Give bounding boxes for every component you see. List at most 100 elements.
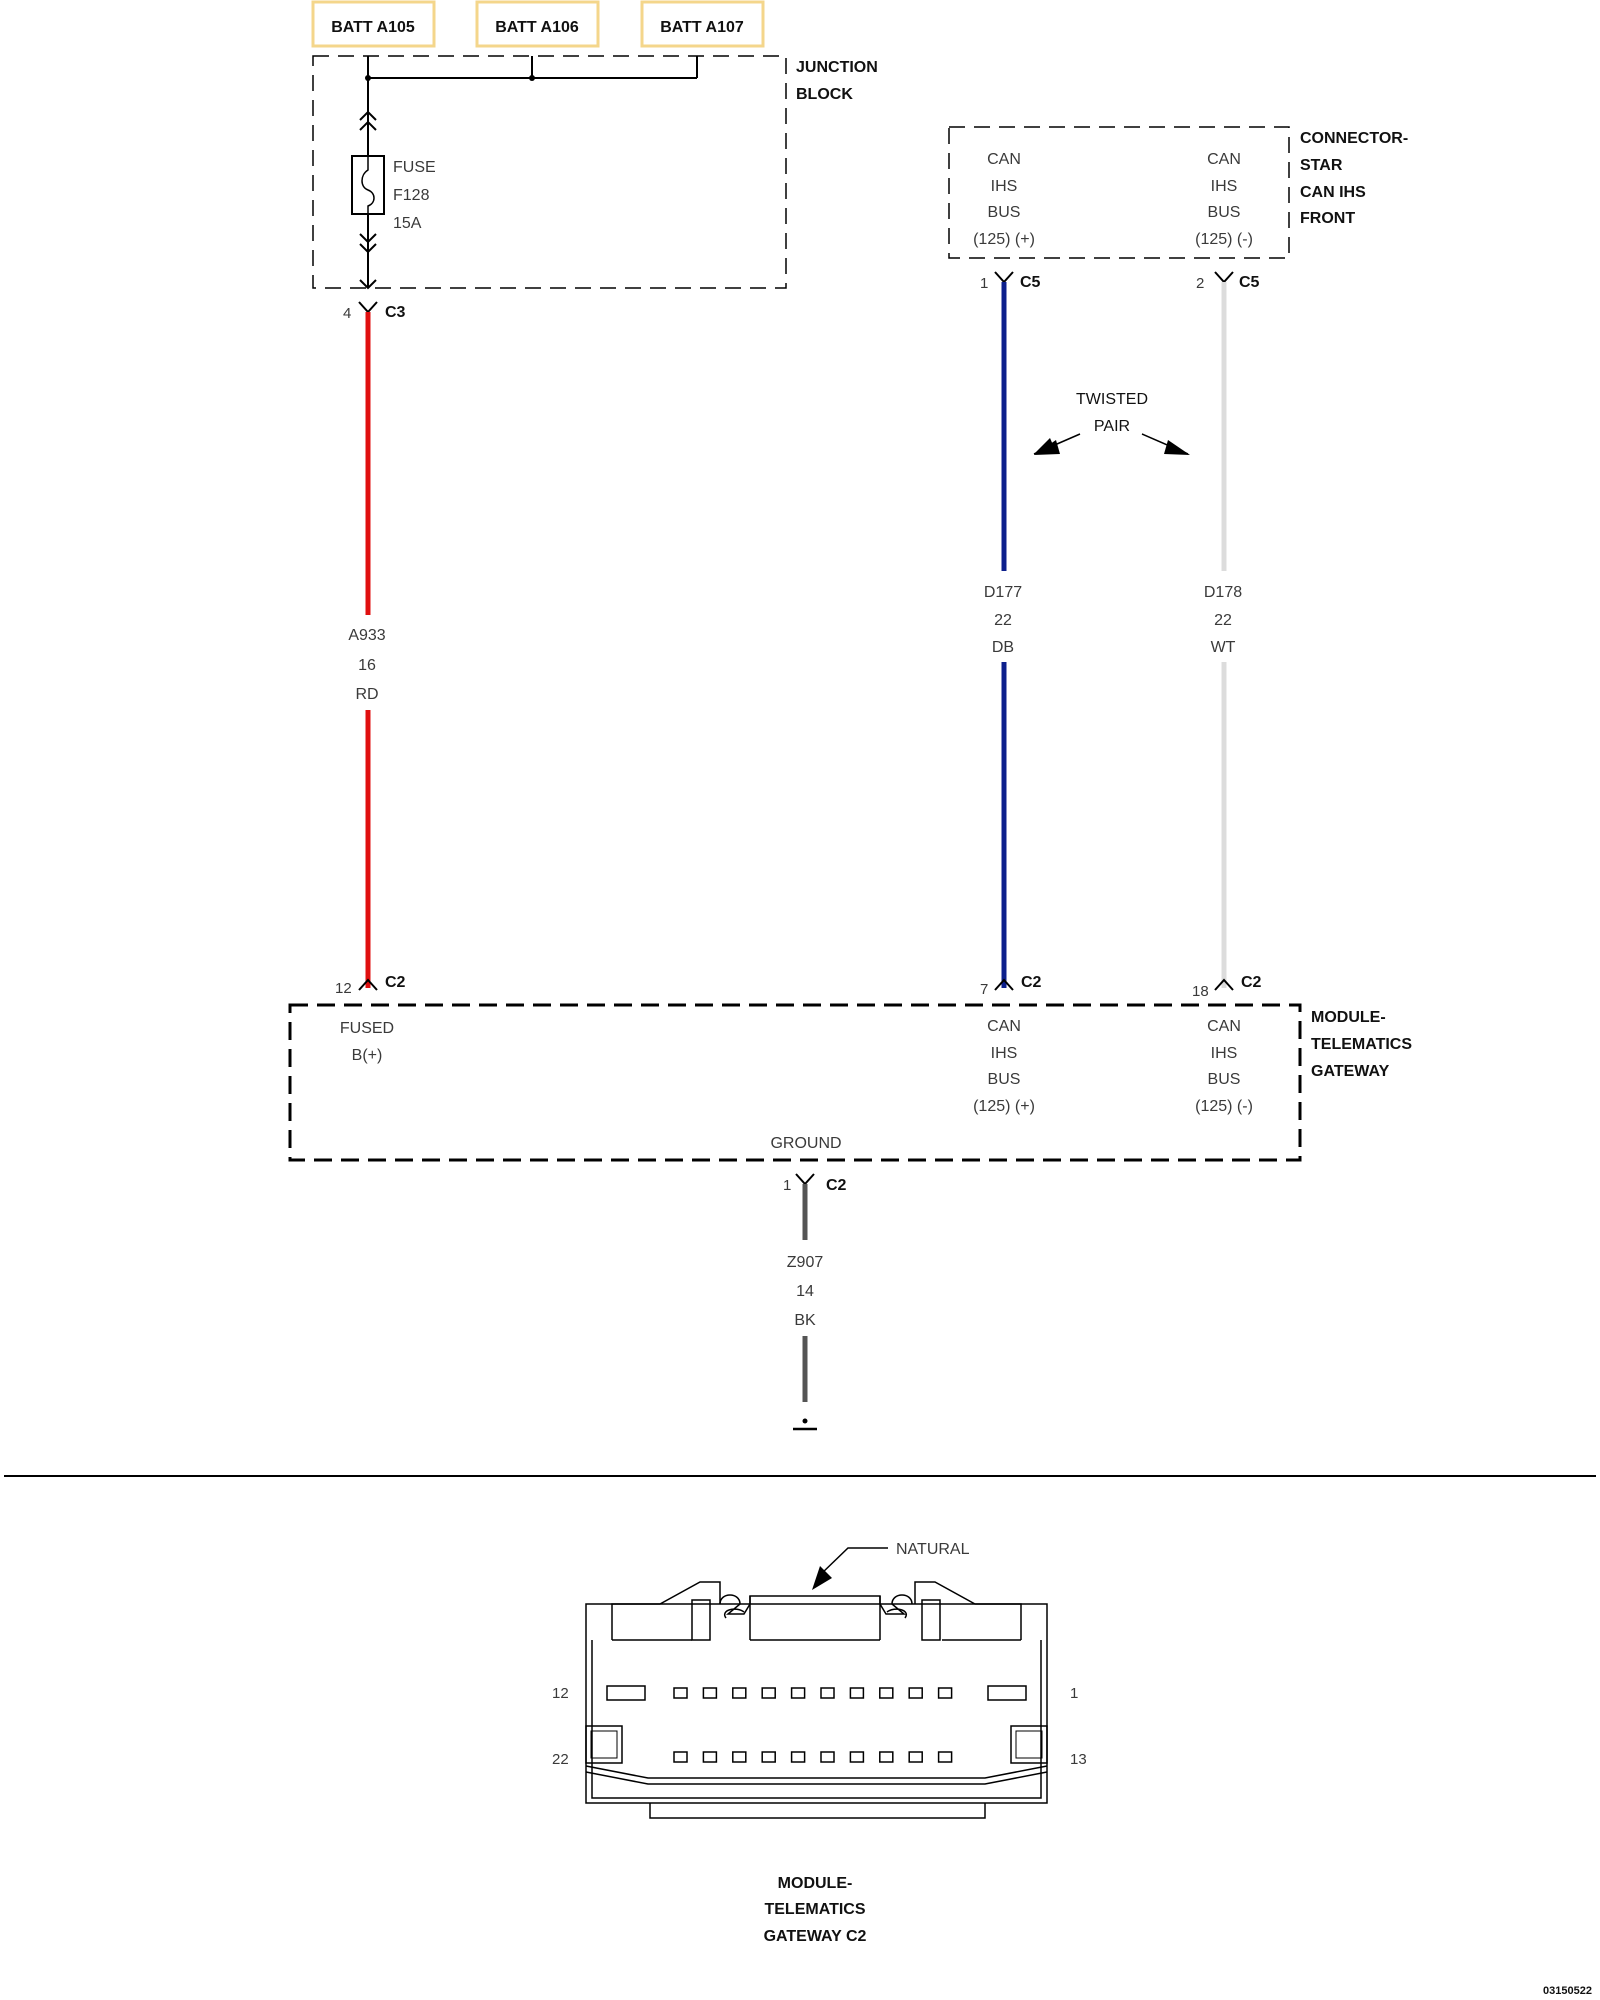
batt-source-a107: BATT A107 bbox=[640, 0, 765, 48]
svg-text:(125) (-): (125) (-) bbox=[1195, 231, 1253, 248]
pin-cavity bbox=[908, 1687, 923, 1699]
svg-text:B(+): B(+) bbox=[352, 1047, 383, 1064]
svg-text:13: 13 bbox=[1070, 1751, 1087, 1768]
svg-text:TWISTED: TWISTED bbox=[1076, 391, 1148, 408]
svg-text:22: 22 bbox=[1214, 612, 1232, 629]
svg-text:14: 14 bbox=[796, 1283, 814, 1300]
wire-z907: Z907 14 BK bbox=[787, 1184, 824, 1402]
svg-text:BK: BK bbox=[794, 1312, 816, 1329]
svg-text:(125) (-): (125) (-) bbox=[1195, 1098, 1253, 1115]
svg-text:IHS: IHS bbox=[991, 178, 1018, 195]
svg-text:IHS: IHS bbox=[991, 1045, 1018, 1062]
diagram-code: 03150522 bbox=[1543, 1985, 1592, 1997]
pin-cavity bbox=[879, 1751, 894, 1763]
batt-source-a106: BATT A106 bbox=[475, 0, 600, 48]
svg-text:A933: A933 bbox=[348, 627, 385, 644]
svg-text:MODULE-: MODULE- bbox=[778, 1875, 853, 1892]
connector-c3: 4 C3 bbox=[343, 301, 406, 322]
svg-text:CAN: CAN bbox=[987, 1018, 1021, 1035]
pin-cavity bbox=[790, 1687, 806, 1699]
svg-text:CAN: CAN bbox=[1207, 1018, 1241, 1035]
svg-text:15A: 15A bbox=[393, 215, 422, 232]
svg-text:BUS: BUS bbox=[988, 204, 1021, 221]
svg-text:4: 4 bbox=[343, 305, 351, 322]
svg-text:FUSED: FUSED bbox=[340, 1020, 394, 1037]
pin-cavity bbox=[820, 1687, 835, 1699]
svg-text:2: 2 bbox=[1196, 275, 1204, 292]
connector-c2-pin7: 7 C2 bbox=[980, 974, 1042, 998]
wire-d177: D177 22 DB bbox=[984, 282, 1022, 988]
svg-text:CAN: CAN bbox=[987, 151, 1021, 168]
svg-text:TELEMATICS: TELEMATICS bbox=[1311, 1036, 1412, 1053]
junction-block: JUNCTION BLOCK FUSE F128 15A bbox=[312, 55, 878, 290]
svg-text:IHS: IHS bbox=[1211, 1045, 1238, 1062]
svg-text:FRONT: FRONT bbox=[1300, 210, 1355, 227]
pin-cavity bbox=[849, 1751, 865, 1763]
module-telematics-gateway: MODULE- TELEMATICS GATEWAY FUSED B(+) CA… bbox=[288, 1003, 1412, 1162]
pin-cavity bbox=[761, 1751, 776, 1763]
svg-text:C5: C5 bbox=[1239, 274, 1260, 291]
svg-text:C2: C2 bbox=[1241, 974, 1262, 991]
connector-face-view: NATURAL 12 1 22 bbox=[552, 1541, 1087, 1945]
pin-cavity bbox=[908, 1751, 923, 1763]
svg-text:JUNCTION: JUNCTION bbox=[796, 59, 878, 76]
pin-cavity bbox=[790, 1751, 806, 1763]
svg-text:12: 12 bbox=[552, 1685, 569, 1702]
svg-text:CONNECTOR-: CONNECTOR- bbox=[1300, 130, 1408, 147]
svg-text:12: 12 bbox=[335, 980, 352, 997]
svg-text:WT: WT bbox=[1211, 639, 1236, 656]
pin-cavity bbox=[732, 1751, 747, 1763]
svg-text:CAN IHS: CAN IHS bbox=[1300, 184, 1366, 201]
svg-text:GATEWAY: GATEWAY bbox=[1311, 1063, 1390, 1080]
connector-star-can-ihs-front: CONNECTOR- STAR CAN IHS FRONT CAN IHS BU… bbox=[948, 126, 1408, 259]
svg-text:NATURAL: NATURAL bbox=[896, 1541, 970, 1558]
svg-text:(125) (+): (125) (+) bbox=[973, 231, 1035, 248]
svg-text:Z907: Z907 bbox=[787, 1254, 824, 1271]
svg-text:1: 1 bbox=[1070, 1685, 1078, 1702]
svg-text:BUS: BUS bbox=[1208, 1071, 1241, 1088]
svg-text:RD: RD bbox=[355, 686, 378, 703]
ground-symbol bbox=[793, 1418, 817, 1431]
svg-text:BUS: BUS bbox=[988, 1071, 1021, 1088]
svg-text:18: 18 bbox=[1192, 983, 1209, 1000]
svg-text:BATT A106: BATT A106 bbox=[495, 19, 579, 36]
pin-cavity bbox=[732, 1687, 747, 1699]
svg-text:1: 1 bbox=[980, 275, 988, 292]
svg-text:DB: DB bbox=[992, 639, 1014, 656]
pin-cavity bbox=[761, 1687, 776, 1699]
pin-cavity bbox=[673, 1751, 688, 1763]
svg-text:C2: C2 bbox=[385, 974, 406, 991]
pin-cavity bbox=[937, 1687, 953, 1699]
wire-a933: A933 16 RD bbox=[348, 312, 386, 988]
svg-text:BATT A107: BATT A107 bbox=[660, 19, 744, 36]
wire-d178: D178 22 WT bbox=[1204, 282, 1242, 988]
connector-c5-plus: 1 C5 bbox=[980, 271, 1041, 292]
svg-text:D177: D177 bbox=[984, 584, 1022, 601]
svg-text:IHS: IHS bbox=[1211, 178, 1238, 195]
svg-text:GROUND: GROUND bbox=[770, 1135, 841, 1152]
connector-c2-pin1: 1 C2 bbox=[783, 1173, 847, 1194]
svg-text:FUSE: FUSE bbox=[393, 159, 436, 176]
svg-text:F128: F128 bbox=[393, 187, 430, 204]
connector-c2-pin18: 18 C2 bbox=[1192, 974, 1262, 1000]
pin-cavity bbox=[673, 1687, 688, 1699]
svg-text:22: 22 bbox=[552, 1751, 569, 1768]
pin-cavity bbox=[702, 1751, 718, 1763]
svg-text:BLOCK: BLOCK bbox=[796, 86, 853, 103]
pin-cavity bbox=[879, 1687, 894, 1699]
svg-text:MODULE-: MODULE- bbox=[1311, 1009, 1386, 1026]
svg-text:CAN: CAN bbox=[1207, 151, 1241, 168]
svg-text:C3: C3 bbox=[385, 304, 406, 321]
svg-text:C5: C5 bbox=[1020, 274, 1041, 291]
svg-text:TELEMATICS: TELEMATICS bbox=[764, 1901, 865, 1918]
connector-c2-pin12: 12 C2 bbox=[335, 974, 406, 997]
svg-text:D178: D178 bbox=[1204, 584, 1242, 601]
svg-text:GATEWAY C2: GATEWAY C2 bbox=[764, 1928, 867, 1945]
svg-text:PAIR: PAIR bbox=[1094, 418, 1130, 435]
svg-text:STAR: STAR bbox=[1300, 157, 1343, 174]
svg-text:C2: C2 bbox=[826, 1177, 847, 1194]
pin-cavity bbox=[849, 1687, 865, 1699]
svg-text:1: 1 bbox=[783, 1177, 791, 1194]
twisted-pair-annotation: TWISTED PAIR bbox=[1033, 391, 1190, 455]
